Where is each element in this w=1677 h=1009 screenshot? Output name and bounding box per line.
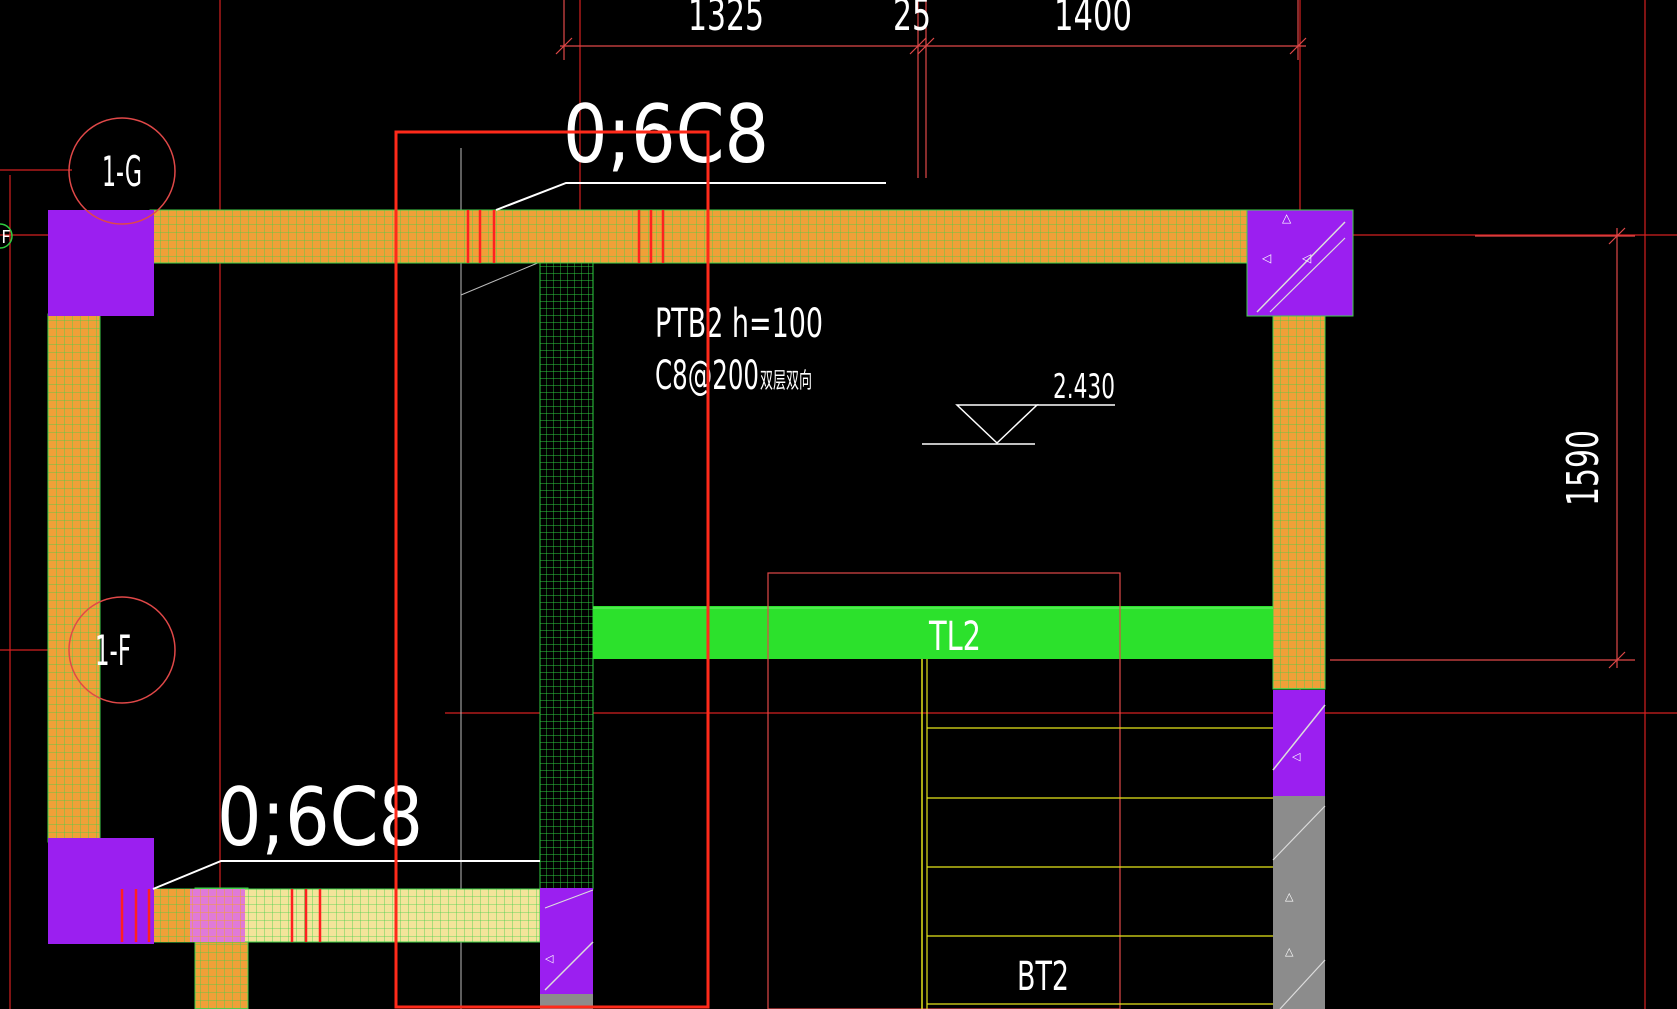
axis-marker-f[interactable]: 1-F bbox=[68, 596, 176, 704]
svg-text:△: △ bbox=[1285, 945, 1294, 958]
elevation-marker bbox=[922, 404, 1115, 445]
svg-text:◁: ◁ bbox=[545, 952, 554, 965]
axis-marker-f-label: 1-F bbox=[95, 626, 131, 675]
tl2-beam[interactable] bbox=[593, 606, 1273, 659]
dim-right-vertical: 1590 bbox=[1558, 430, 1609, 506]
svg-text:◁: ◁ bbox=[1261, 251, 1271, 265]
rebar-ticks bbox=[120, 210, 665, 942]
beam-bottom-orange-cap bbox=[150, 889, 190, 942]
svg-text:◁: ◁ bbox=[1301, 251, 1311, 265]
wall-green-mesh[interactable] bbox=[539, 262, 594, 890]
dim-top-right: 1400 bbox=[1054, 0, 1132, 41]
column-top-left[interactable] bbox=[48, 210, 154, 316]
axis-marker-edge-f-label: F bbox=[1, 227, 10, 248]
dim-top-mid: 25 bbox=[893, 0, 931, 41]
stair-outline bbox=[767, 572, 1121, 1009]
beam-top[interactable] bbox=[149, 209, 1251, 264]
elevation-value: 2.430 bbox=[1053, 367, 1115, 407]
column-right-mid[interactable]: ◁ bbox=[1272, 690, 1326, 796]
beam-left-vertical[interactable] bbox=[47, 313, 101, 843]
axis-marker-g-label: 1-G bbox=[102, 147, 142, 196]
axis-marker-edge-f: F bbox=[0, 223, 13, 249]
beam-right-vertical[interactable] bbox=[1272, 313, 1326, 690]
stair-treads bbox=[927, 727, 1273, 1005]
column-right-bottom-grey[interactable]: △ △ bbox=[1272, 796, 1326, 1009]
guide-lines bbox=[460, 148, 541, 1009]
selection-box[interactable] bbox=[394, 130, 710, 1009]
rebar-label-bottom: 0;6C8 bbox=[217, 771, 423, 864]
dim-top-left: 1325 bbox=[688, 0, 764, 41]
svg-text:◁: ◁ bbox=[1292, 750, 1301, 763]
leader-lines bbox=[152, 182, 886, 890]
tl2-beam-label: TL2 bbox=[928, 614, 981, 660]
beam-bottom-pink-patch bbox=[190, 889, 245, 942]
column-bottom-left[interactable] bbox=[48, 838, 154, 944]
stair-label: BT2 bbox=[1017, 954, 1069, 1000]
dimension-lines-right bbox=[1330, 227, 1635, 669]
slab-label-line1: PTB2 h=100 bbox=[655, 301, 823, 347]
svg-text:△: △ bbox=[1282, 211, 1292, 225]
rebar-label-top: 0;6C8 bbox=[563, 88, 769, 181]
column-bottom-center[interactable]: ◁ bbox=[540, 888, 594, 1009]
column-top-right[interactable]: △ ◁ ◁ bbox=[1246, 209, 1354, 317]
svg-text:△: △ bbox=[1285, 890, 1294, 903]
axis-marker-g[interactable]: 1-G bbox=[68, 117, 176, 225]
dimension-lines-top bbox=[555, 0, 1307, 178]
slab-label-line2-note: 双层双向 bbox=[760, 369, 812, 394]
